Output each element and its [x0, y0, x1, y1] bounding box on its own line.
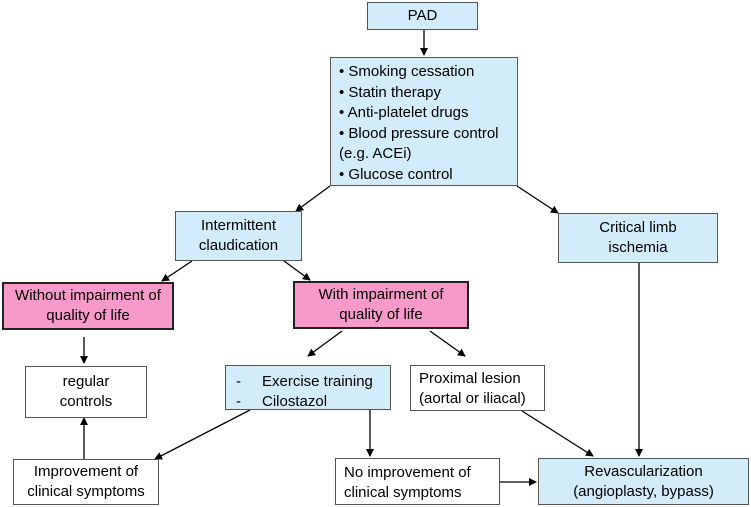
measure-item: • Smoking cessation	[339, 63, 475, 80]
no-improvement-line2: clinical symptoms	[344, 484, 462, 501]
exercise-item: -Exercise training	[236, 373, 373, 390]
critical-limb-ischemia-box: Critical limb ischemia	[558, 213, 718, 263]
no-improvement-line1: No improvement of	[344, 464, 471, 481]
revascularization-box: Revascularization (angioplasty, bypass)	[538, 458, 749, 505]
improvement-line2: clinical symptoms	[27, 483, 145, 500]
proximal-lesion-box: Proximal lesion (aortal or iliacal)	[410, 365, 545, 411]
arrow-measures-to-intermittent	[295, 185, 331, 212]
pad-label: PAD	[407, 7, 438, 24]
arrow-with-to-exercise	[307, 330, 343, 357]
proximal-line2: (aortal or iliacal)	[419, 390, 526, 407]
with-line1: With impairment of	[318, 286, 444, 303]
without-impairment-box: Without impairment of quality of life	[2, 282, 174, 330]
without-line1: Without impairment of	[15, 287, 161, 304]
without-line2: quality of life	[46, 307, 130, 324]
regular-line2: controls	[59, 393, 113, 410]
measure-item: • Glucose control	[339, 165, 453, 183]
with-line2: quality of life	[339, 306, 423, 323]
measure-item: • Anti-platelet drugs	[339, 104, 469, 121]
intermittent-claudication-box: Intermittent claudication	[175, 211, 302, 261]
with-impairment-box: With impairment of quality of life	[293, 281, 469, 329]
arrow-intermittent-to-with	[283, 260, 311, 281]
cilostazol-item: -Cilostazol	[236, 393, 328, 410]
intermittent-line2: claudication	[198, 237, 279, 254]
regular-controls-box: regular controls	[25, 366, 147, 418]
general-measures-box: • Smoking cessation • Statin therapy • A…	[330, 57, 518, 186]
no-improvement-box: No improvement of clinical symptoms	[335, 458, 500, 505]
revascularization-line1: Revascularization	[584, 462, 703, 480]
arrow-proximal-to-revascularization	[521, 410, 594, 457]
arrow-with-to-proximal	[429, 330, 466, 357]
critical-line2: ischemia	[608, 239, 668, 256]
arrow-intermittent-to-without	[161, 260, 193, 282]
regular-line1: regular	[62, 373, 110, 390]
measure-item: • Statin therapy	[339, 83, 441, 101]
revascularization-line2: (angioplasty, bypass)	[573, 482, 714, 500]
improvement-box: Improvement of clinical symptoms	[13, 459, 159, 505]
measure-item: • Blood pressure control	[339, 124, 499, 142]
arrow-exercise-to-improvement	[154, 409, 251, 460]
pad-box: PAD	[367, 2, 478, 30]
improvement-line1: Improvement of	[33, 463, 139, 480]
measure-item: (e.g. ACEi)	[339, 145, 412, 162]
critical-line1: Critical limb	[599, 219, 677, 236]
intermittent-line1: Intermittent	[200, 217, 277, 234]
exercise-cilostazol-box: -Exercise training -Cilostazol	[225, 365, 391, 410]
arrow-measures-to-critical	[516, 185, 559, 214]
proximal-line1: Proximal lesion	[419, 370, 521, 387]
general-measures-list: • Smoking cessation • Statin therapy • A…	[339, 62, 517, 185]
